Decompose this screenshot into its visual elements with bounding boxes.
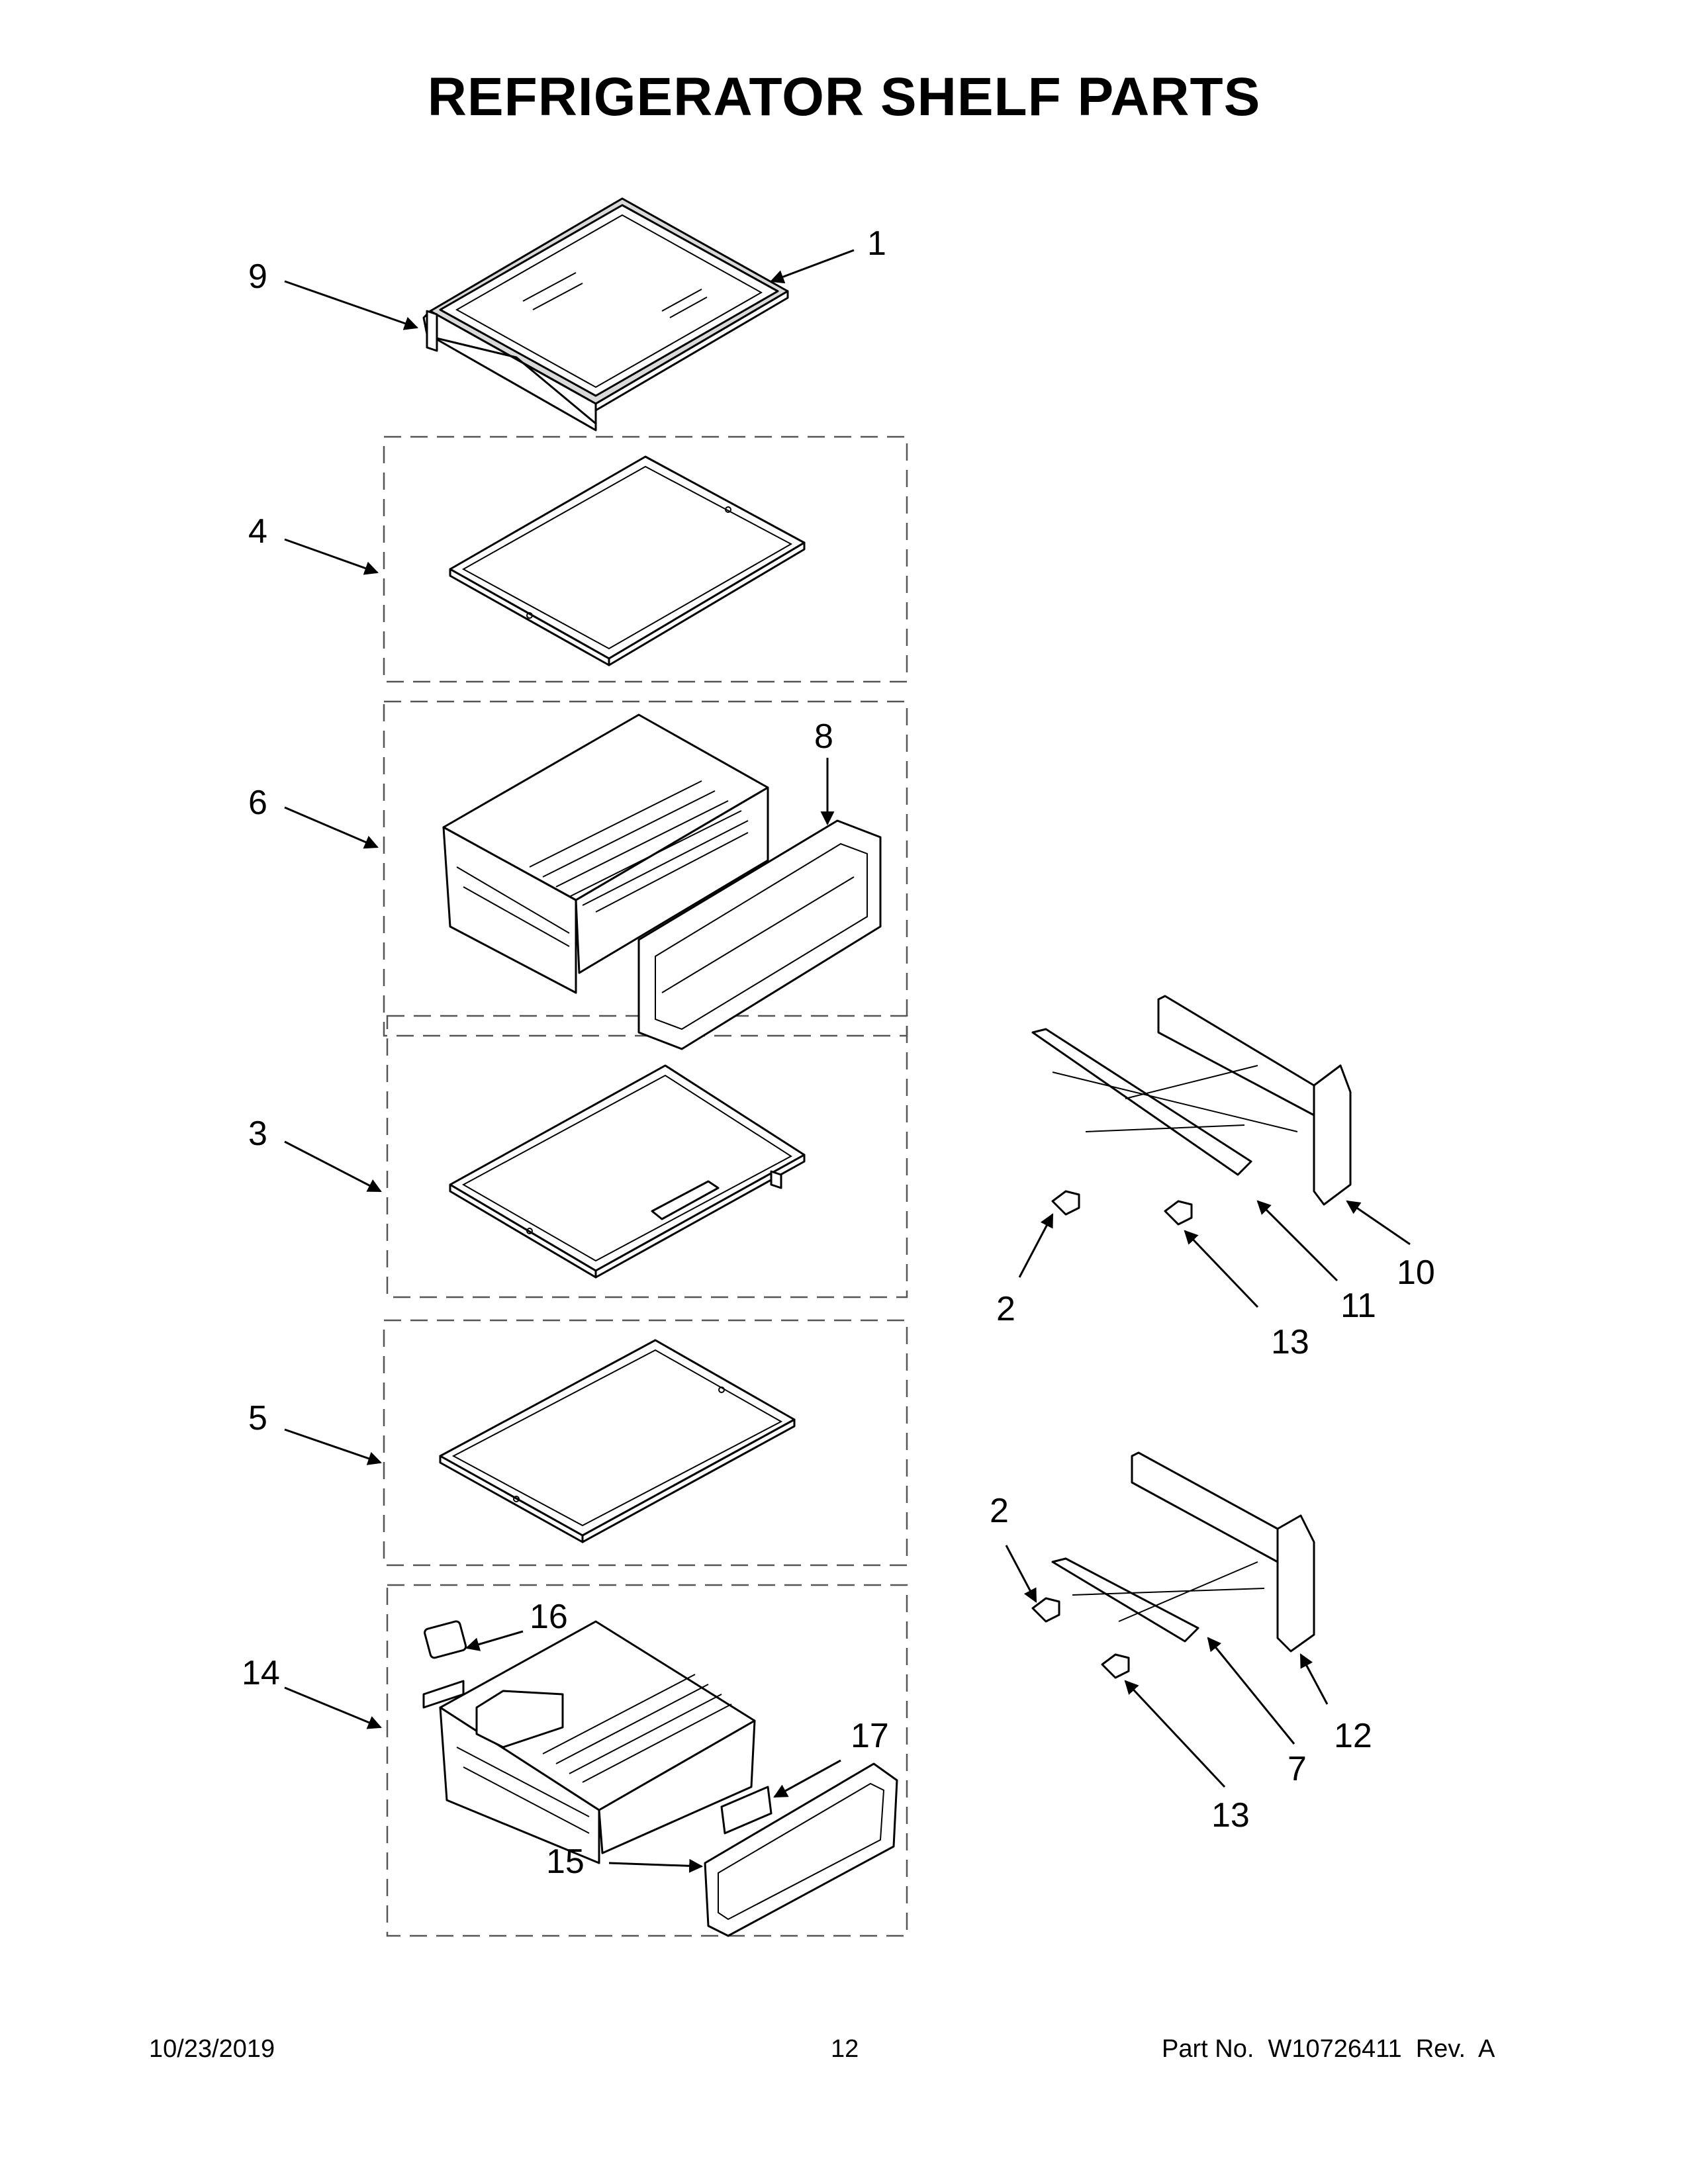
callout-13-upper: 13 bbox=[1271, 1323, 1309, 1361]
screw-13-upper bbox=[1164, 1200, 1193, 1226]
callout-9: 9 bbox=[248, 257, 267, 296]
callout-12: 12 bbox=[1334, 1717, 1372, 1755]
crisper-part-16 bbox=[422, 1620, 467, 1709]
page-title: REFRIGERATOR SHELF PARTS bbox=[427, 67, 1261, 127]
callout-16: 16 bbox=[530, 1598, 568, 1636]
group-box-shelf-3 bbox=[386, 1015, 908, 1298]
callout-7: 7 bbox=[1288, 1750, 1307, 1788]
drawer-slide-assembly-upper bbox=[1031, 995, 1352, 1206]
callout-6: 6 bbox=[248, 784, 267, 822]
crisper-drawer-6 bbox=[442, 713, 769, 994]
callout-10: 10 bbox=[1397, 1253, 1435, 1292]
drawer-slide-assembly-lower bbox=[1051, 1451, 1315, 1653]
callout-2-upper: 2 bbox=[996, 1290, 1015, 1328]
callout-5: 5 bbox=[248, 1399, 267, 1437]
screw-13-lower bbox=[1101, 1653, 1130, 1679]
callout-11: 11 bbox=[1340, 1287, 1376, 1325]
shelf-bracket-9 bbox=[426, 310, 438, 352]
glass-shelf-3 bbox=[449, 1064, 806, 1279]
callout-2-lower: 2 bbox=[990, 1492, 1009, 1530]
callout-14: 14 bbox=[242, 1654, 280, 1692]
leader-lines bbox=[284, 249, 1411, 1873]
callout-4: 4 bbox=[248, 512, 267, 551]
crisper-cover-15 bbox=[704, 1762, 898, 1937]
group-box-shelf-5 bbox=[383, 1319, 908, 1567]
callout-15: 15 bbox=[546, 1843, 585, 1881]
footer-page-number: 12 bbox=[831, 2035, 859, 2063]
glass-shelf-5 bbox=[439, 1339, 796, 1543]
footer-date: 10/23/2019 bbox=[149, 2035, 275, 2063]
callout-1: 1 bbox=[867, 224, 886, 263]
crisper-drawer-14 bbox=[439, 1620, 756, 1864]
screw-2-lower bbox=[1031, 1597, 1060, 1623]
screw-2-upper bbox=[1051, 1190, 1080, 1216]
footer-part-number: Part No. W10726411 Rev. A bbox=[1162, 2035, 1495, 2063]
crisper-part-17 bbox=[720, 1786, 773, 1835]
callout-3: 3 bbox=[248, 1115, 267, 1153]
callout-13-lower: 13 bbox=[1211, 1796, 1250, 1835]
shelf-assembly-1 bbox=[422, 197, 789, 432]
callout-17: 17 bbox=[851, 1717, 889, 1755]
glass-shelf-4 bbox=[449, 455, 806, 666]
group-box-crisper-14 bbox=[386, 1584, 908, 1937]
crisper-cover-8 bbox=[637, 819, 882, 1050]
group-box-shelf-4 bbox=[383, 435, 908, 683]
callout-8: 8 bbox=[814, 717, 833, 756]
